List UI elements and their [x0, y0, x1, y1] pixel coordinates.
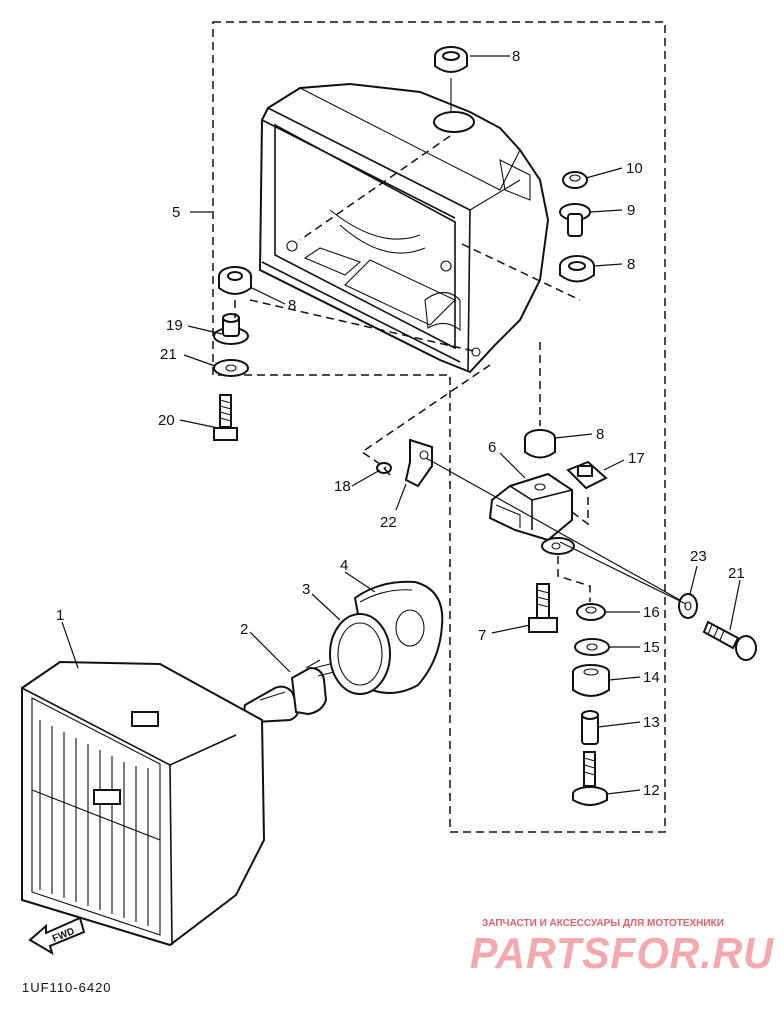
watermark-tagline: ЗАПЧАСТИ И АКСЕССУАРЫ ДЛЯ МОТОТЕХНИКИ: [482, 918, 724, 929]
nut-part-10: [562, 171, 588, 189]
mounting-bracket: [488, 472, 575, 555]
watermark-brand: PARTSFOR.RU: [470, 929, 774, 978]
assembly-line-3: [360, 364, 491, 469]
callout-7: 7: [478, 627, 486, 644]
grommet-left: [218, 266, 252, 295]
callout-8c: 8: [288, 297, 296, 314]
callout-3: 3: [302, 581, 310, 598]
diagram-code: 1UF110-6420: [22, 980, 112, 995]
callout-1: 1: [56, 607, 64, 624]
callout-14: 15: [643, 639, 660, 656]
collar-part-18: [213, 313, 249, 345]
assembly-line-8: [461, 243, 581, 301]
fwd-arrow: FWD: [28, 916, 86, 956]
headlight-housing: [258, 82, 550, 374]
collar-part-9: [559, 203, 591, 237]
bolt-part-7: [528, 583, 558, 633]
assembly-line-6: [571, 496, 589, 526]
callout-10: 10: [626, 160, 643, 177]
callout-numbers: 8 10 9 8 5 8 19 21 20 8 17 18 22 6 7 16 …: [56, 48, 745, 799]
damper-part-13: [572, 664, 610, 697]
callout-12: 13: [643, 714, 660, 731]
callout-8d: 8: [596, 426, 604, 443]
callout-4: 4: [340, 557, 348, 574]
bolt-part-21: [702, 620, 757, 661]
callout-9: 9: [627, 202, 635, 219]
callout-15: 16: [643, 604, 660, 621]
nut-part-15: [576, 603, 606, 621]
callout-21: 21: [728, 565, 745, 582]
retaining-ring: [329, 613, 391, 695]
collar-part-12: [581, 710, 599, 745]
callout-16: 17: [628, 450, 645, 467]
nut-plate-part-16: [566, 460, 608, 490]
callout-17: 18: [334, 478, 351, 495]
callout-20: 21: [160, 346, 177, 363]
washer-part-14: [574, 638, 610, 656]
assembly-line-10: [559, 541, 687, 605]
callout-5: 5: [172, 204, 180, 221]
screw-part-17: [376, 462, 392, 476]
assembly-line-9: [425, 457, 681, 601]
assembly-line-7: [557, 556, 591, 602]
callout-19: 20: [158, 412, 175, 429]
assembly-line-4: [299, 135, 451, 241]
headlight-unit: [21, 660, 266, 947]
washer-part-23: [678, 593, 698, 619]
callout-11: 12: [643, 782, 660, 799]
grommet-bracket: [524, 429, 556, 459]
callout-13: 14: [643, 669, 660, 686]
housing-group-boundary: [212, 21, 666, 833]
leader-lines: [61, 55, 741, 795]
callout-18: 19: [166, 317, 183, 334]
grommet-right: [559, 255, 595, 283]
washer-part-20: [213, 359, 249, 377]
bolt-part-19: [213, 394, 238, 441]
bolt-part-11: [572, 751, 608, 806]
grommet-top: [434, 46, 468, 112]
callout-6: 6: [488, 439, 496, 456]
halogen-bulb: [243, 659, 335, 724]
stay-part-22: [404, 438, 433, 488]
callout-8b: 8: [627, 256, 635, 273]
callout-8a: 8: [512, 48, 520, 65]
callout-23: 23: [690, 548, 707, 565]
callout-22: 22: [380, 514, 397, 531]
callout-2: 2: [240, 621, 248, 638]
